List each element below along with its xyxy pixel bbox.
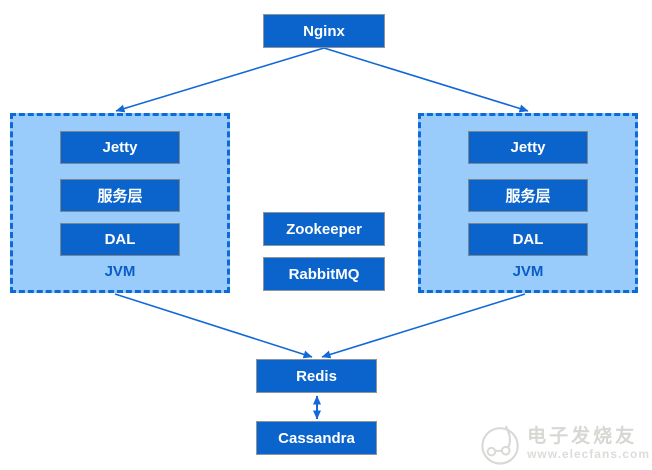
node-zookeeper: Zookeeper bbox=[263, 212, 385, 246]
node-jetty-left: Jetty bbox=[60, 131, 180, 164]
node-service-layer-right: 服务层 bbox=[468, 179, 588, 212]
watermark-site: www.elecfans.com bbox=[527, 446, 650, 461]
watermark-text: 电子发烧友 www.elecfans.com bbox=[527, 425, 650, 461]
node-dal-left: DAL bbox=[60, 223, 180, 256]
node-jetty-right: Jetty bbox=[468, 131, 588, 164]
node-jetty-right-label: Jetty bbox=[510, 139, 546, 156]
container-jvm-right: Jetty 服务层 DAL JVM bbox=[418, 113, 638, 293]
node-nginx-label: Nginx bbox=[303, 22, 345, 40]
node-cassandra: Cassandra bbox=[256, 421, 377, 455]
node-rabbitmq-label: RabbitMQ bbox=[288, 265, 360, 283]
arrow-jvm-left-to-redis bbox=[114, 293, 313, 359]
node-service-layer-right-label: 服务层 bbox=[505, 188, 551, 205]
watermark: 电子发烧友 www.elecfans.com bbox=[480, 422, 650, 466]
node-redis: Redis bbox=[256, 359, 377, 393]
arrow-nginx-to-jvm-right bbox=[323, 47, 529, 113]
elecfans-circuit-logo-icon bbox=[481, 425, 519, 465]
node-dal-right-label: DAL bbox=[512, 231, 544, 248]
node-cassandra-label: Cassandra bbox=[278, 429, 355, 447]
node-service-layer-left: 服务层 bbox=[60, 179, 180, 212]
jvm-left-label: JVM bbox=[104, 263, 136, 280]
node-service-layer-left-label: 服务层 bbox=[97, 188, 143, 205]
node-nginx: Nginx bbox=[263, 14, 385, 48]
node-dal-right: DAL bbox=[468, 223, 588, 256]
node-redis-label: Redis bbox=[296, 367, 337, 385]
jvm-right-label: JVM bbox=[512, 263, 544, 280]
arrow-jvm-right-to-redis bbox=[321, 293, 526, 359]
node-rabbitmq: RabbitMQ bbox=[263, 257, 385, 291]
node-jetty-left-label: Jetty bbox=[102, 139, 138, 156]
watermark-brand: 电子发烧友 bbox=[527, 425, 638, 447]
arrow-nginx-to-jvm-left bbox=[115, 47, 325, 113]
node-zookeeper-label: Zookeeper bbox=[286, 220, 362, 238]
node-dal-left-label: DAL bbox=[104, 231, 136, 248]
container-jvm-left: Jetty 服务层 DAL JVM bbox=[10, 113, 230, 293]
